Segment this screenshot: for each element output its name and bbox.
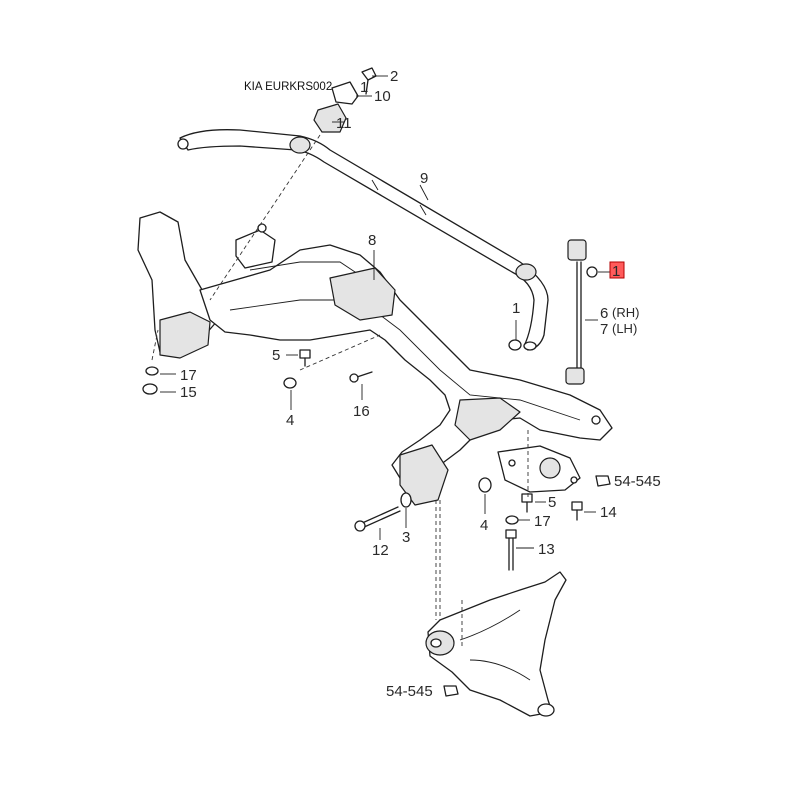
lower-control-arm[interactable] — [425, 571, 567, 717]
leader-lines — [160, 75, 610, 549]
fasteners — [142, 339, 611, 697]
crossmember[interactable] — [137, 211, 613, 506]
callout-2: 2 — [390, 68, 398, 85]
callout-4-right: 4 — [480, 517, 488, 534]
callout-1-link-highlighted: 1 — [612, 263, 620, 280]
callout-17-left: 17 — [180, 367, 197, 384]
callout-6-side: (RH) — [612, 305, 639, 320]
callout-1-mid: 1 — [512, 300, 520, 317]
callout-7: 7 — [600, 321, 608, 338]
stabilizer-bar[interactable] — [177, 129, 549, 351]
callout-3: 3 — [402, 529, 410, 546]
callout-5-right: 5 — [548, 494, 556, 511]
callout-5-left: 5 — [272, 347, 280, 364]
callout-16: 16 — [353, 403, 370, 420]
callout-14: 14 — [600, 504, 617, 521]
diagram-code: KIA EURKRS002 — [244, 81, 332, 93]
callout-labels: KIA EURKRS002 1 2 10 11 9 8 1 1 6 (RH) 7… — [180, 68, 661, 700]
bracket-assembly[interactable] — [313, 67, 377, 133]
assembly-guides — [151, 134, 529, 648]
callout-54-545-bottom: 54-545 — [386, 683, 433, 700]
callout-17-right: 17 — [534, 513, 551, 530]
callout-10: 10 — [374, 88, 391, 105]
highlight-box — [609, 261, 625, 279]
callout-9: 9 — [420, 170, 428, 187]
callout-1-top: 1 — [360, 79, 368, 96]
callout-15: 15 — [180, 384, 197, 401]
callout-6: 6 — [600, 305, 608, 322]
callout-54-545-right: 54-545 — [614, 473, 661, 490]
callout-11: 11 — [336, 115, 352, 132]
callout-12: 12 — [372, 542, 389, 559]
callout-13: 13 — [538, 541, 555, 558]
callout-4-left: 4 — [286, 412, 294, 429]
callout-8: 8 — [368, 232, 376, 249]
callout-7-side: (LH) — [612, 321, 637, 336]
stabilizer-link[interactable] — [565, 239, 598, 385]
